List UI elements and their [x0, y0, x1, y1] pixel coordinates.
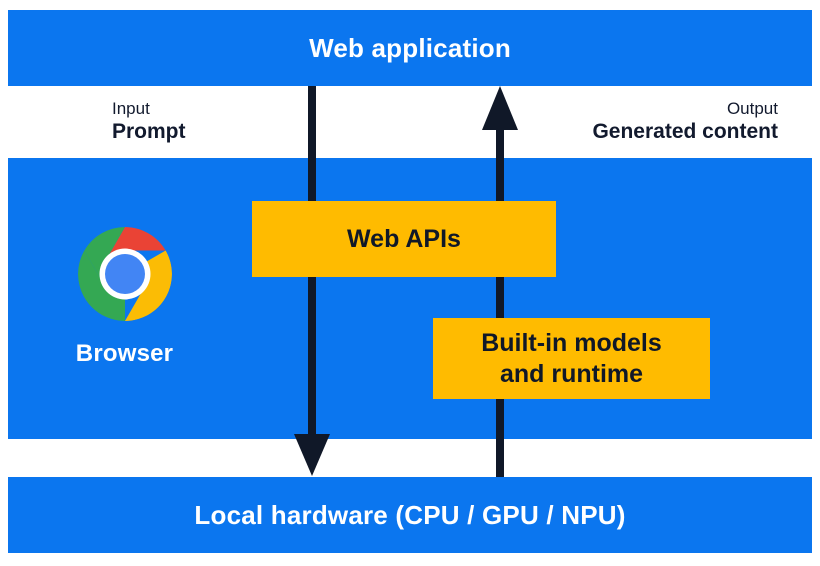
- box-builtin-models-line1: Built-in models: [481, 329, 662, 357]
- band-web-application: Web application: [8, 10, 812, 86]
- browser-identity-block: Browser: [62, 224, 187, 368]
- output-flow-value-label: Generated content: [592, 120, 778, 144]
- band-browser-label: Browser: [75, 340, 174, 367]
- chrome-logo-icon: [77, 227, 172, 321]
- box-builtin-models-line2: and runtime: [499, 359, 644, 388]
- box-web-apis-label: Web APIs: [347, 224, 461, 253]
- output-flow-kind-label: Output: [726, 99, 778, 118]
- band-local-hardware-label: Local hardware (CPU / GPU / NPU): [194, 499, 626, 530]
- box-builtin-models-label: Built-in models and runtime: [471, 328, 672, 389]
- band-local-hardware: Local hardware (CPU / GPU / NPU): [8, 477, 812, 553]
- input-flow-caption: Input Prompt: [112, 99, 186, 144]
- band-web-application-label: Web application: [309, 32, 511, 63]
- output-flow-caption: Output Generated content: [592, 99, 778, 144]
- input-flow-value-label: Prompt: [112, 120, 186, 144]
- arrow-down-icon: [294, 86, 330, 476]
- arrow-up-icon: [482, 86, 518, 477]
- input-flow-kind-label: Input: [112, 99, 150, 118]
- box-web-apis: Web APIs: [252, 201, 556, 277]
- box-builtin-models: Built-in models and runtime: [433, 318, 710, 399]
